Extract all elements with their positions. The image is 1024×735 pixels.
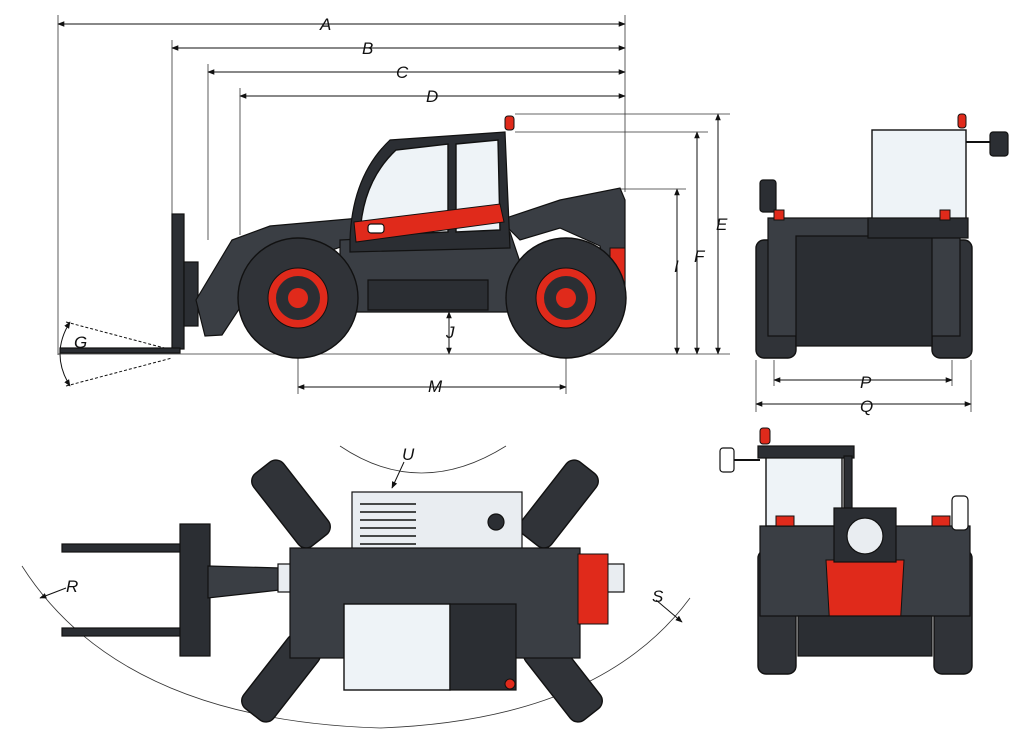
label-f: F bbox=[694, 247, 706, 266]
front-view: P Q bbox=[755, 113, 1009, 416]
fork-carriage bbox=[59, 213, 199, 354]
label-r: R bbox=[66, 577, 78, 596]
rear-view-cab-glass bbox=[765, 453, 843, 527]
front-wheel bbox=[237, 237, 359, 359]
side-extension-lines bbox=[57, 15, 730, 394]
angle-g bbox=[59, 321, 173, 387]
label-q: Q bbox=[860, 397, 873, 416]
label-p: P bbox=[860, 373, 872, 392]
top-view: U R S bbox=[21, 445, 691, 729]
dim-line-r bbox=[39, 587, 67, 599]
beacon-light bbox=[504, 115, 515, 131]
label-a: A bbox=[319, 15, 331, 34]
front-view-cab-glass bbox=[871, 129, 967, 223]
cab-red-stripe bbox=[353, 203, 505, 243]
label-e: E bbox=[716, 215, 728, 234]
dim-line-u bbox=[391, 461, 405, 489]
cab bbox=[349, 115, 515, 253]
label-g: G bbox=[74, 333, 87, 352]
dim-line-s bbox=[655, 599, 683, 623]
label-d: D bbox=[426, 87, 438, 106]
rear-view bbox=[719, 427, 973, 675]
label-c: C bbox=[396, 63, 409, 82]
label-s: S bbox=[652, 587, 664, 606]
label-i: I bbox=[674, 257, 679, 276]
top-view-cab-roof bbox=[343, 603, 451, 691]
label-m: M bbox=[428, 377, 443, 396]
side-view: A B C D E F I J G M bbox=[57, 15, 730, 396]
rear-wheel bbox=[505, 237, 627, 359]
label-u: U bbox=[402, 445, 415, 464]
label-j: J bbox=[445, 323, 455, 342]
label-b: B bbox=[362, 39, 373, 58]
